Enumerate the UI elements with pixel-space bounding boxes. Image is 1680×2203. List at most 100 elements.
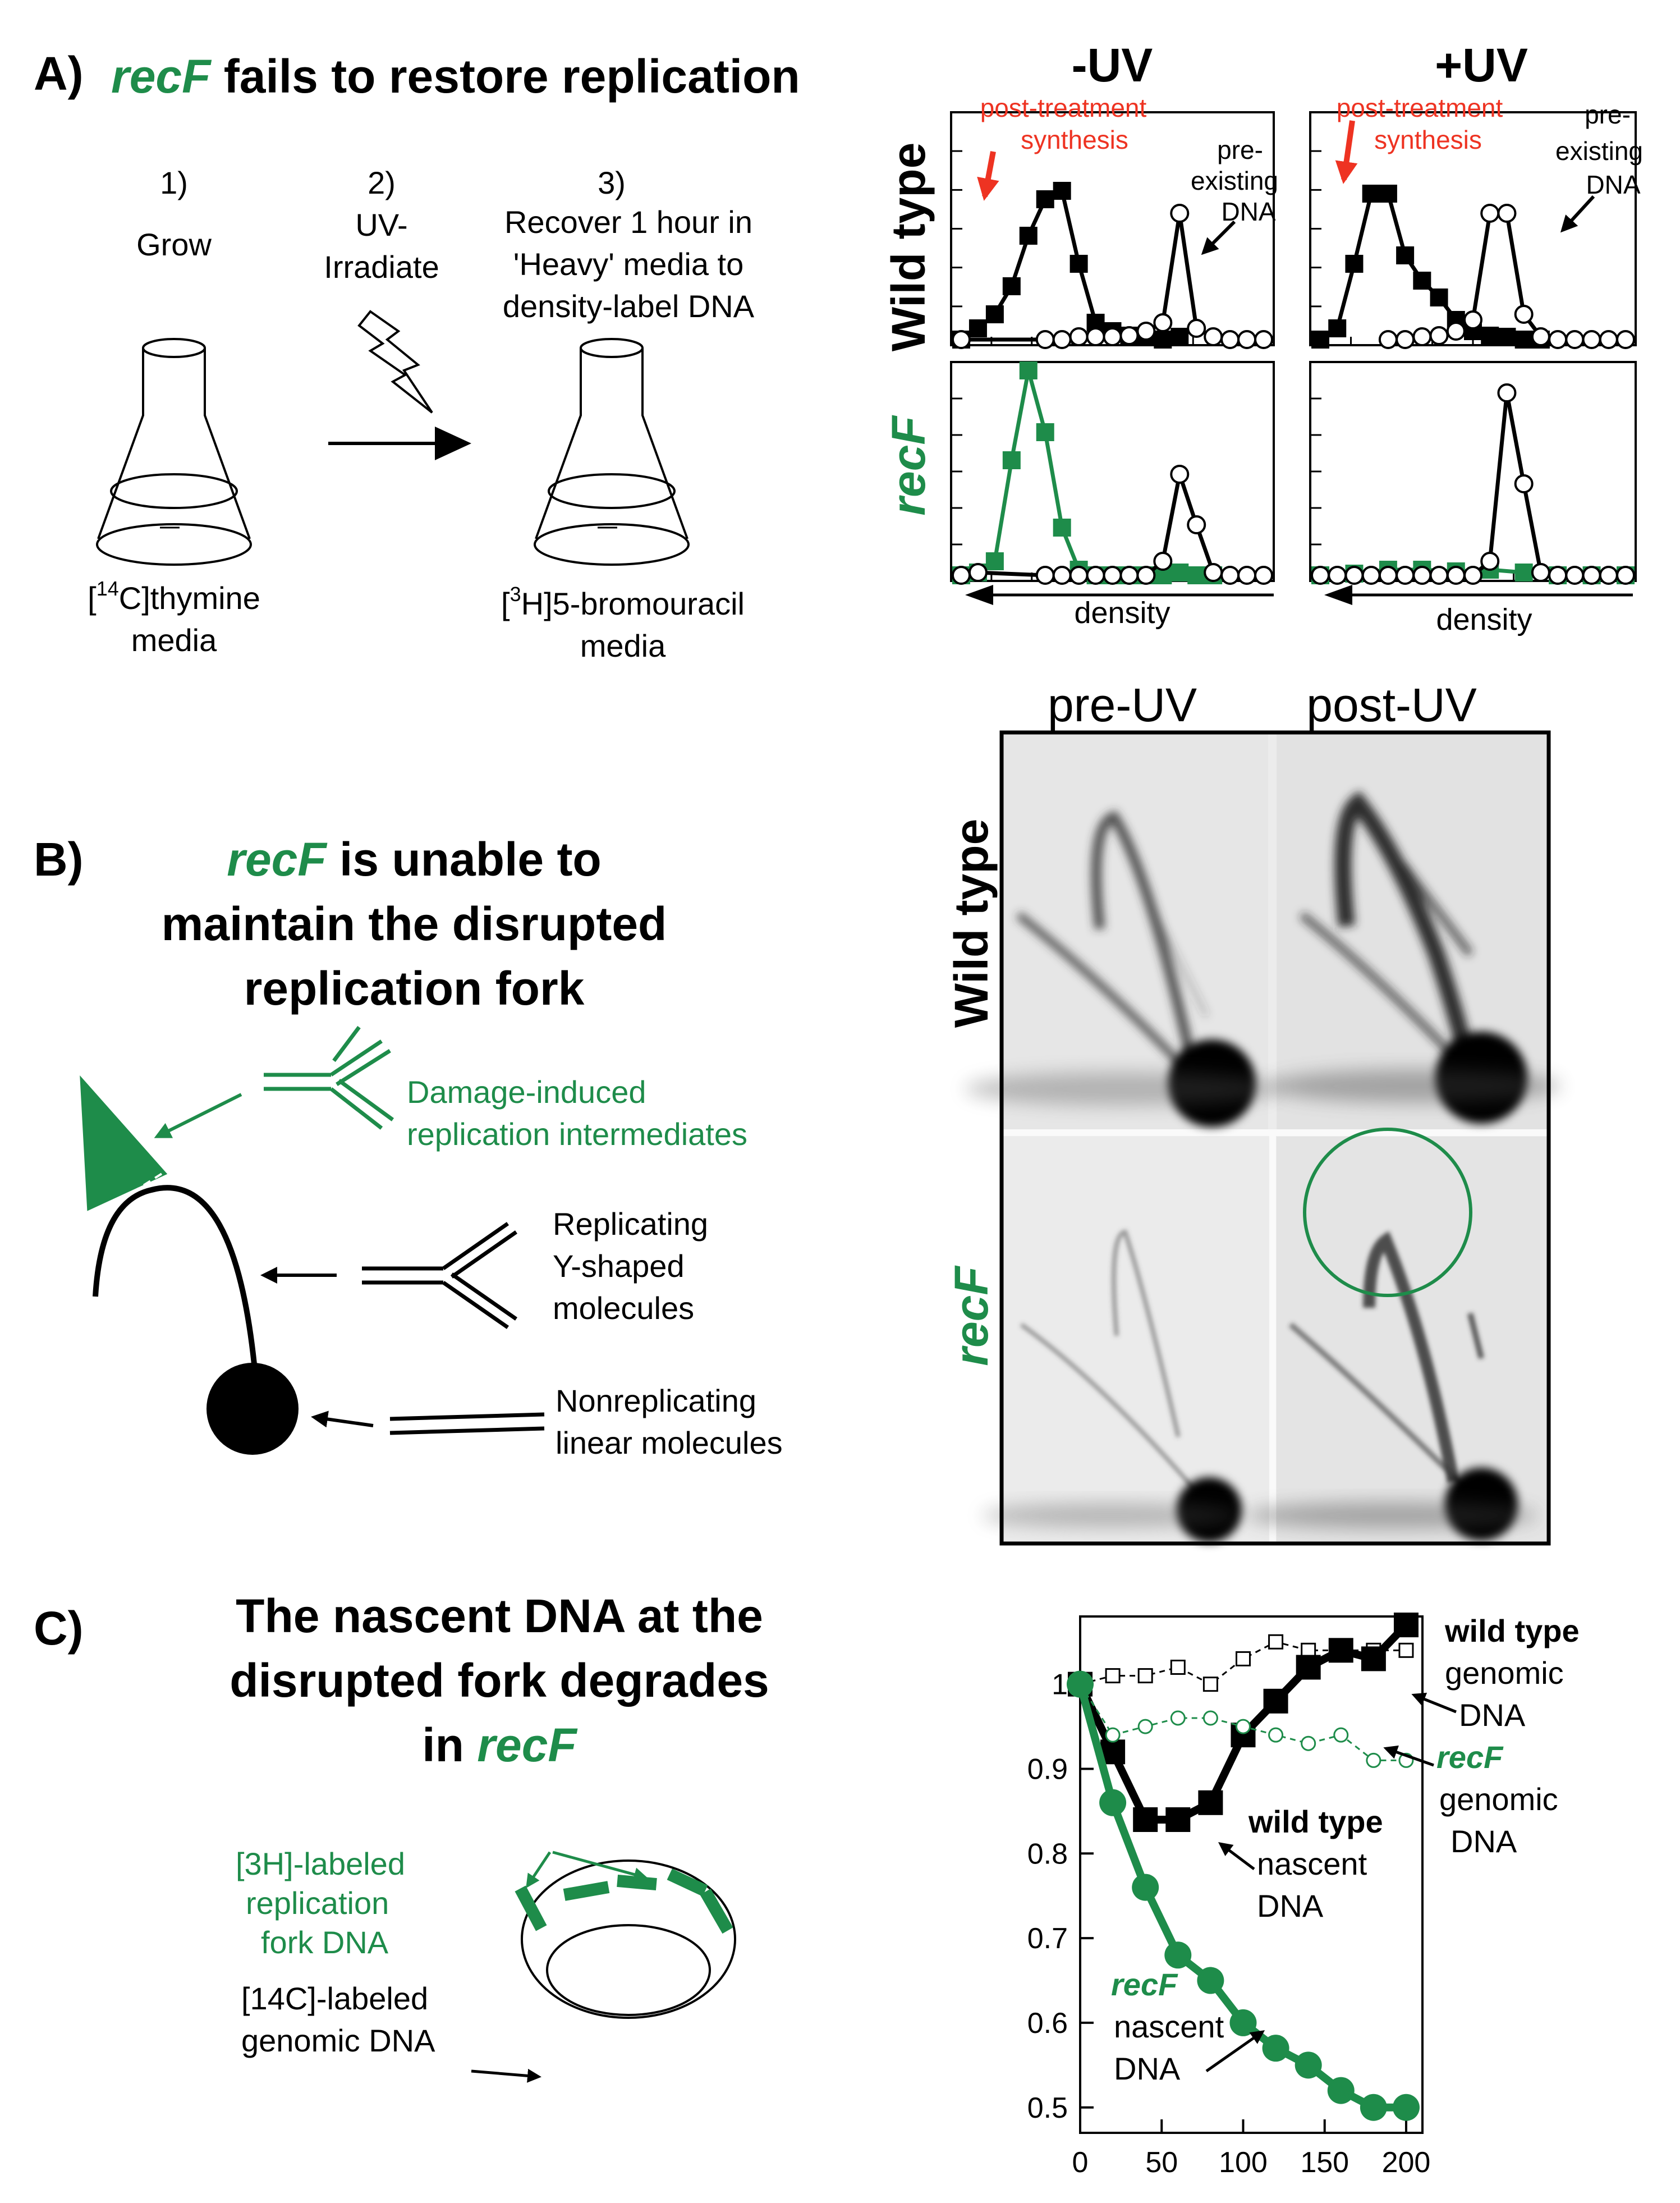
step3-line3: density-label DNA [503, 288, 755, 324]
y-molecule-icon [362, 1222, 517, 1329]
c-label-line1: [14C]-labeled [241, 1981, 428, 2016]
damage-intermediate-icon [264, 1025, 394, 1130]
panel-a: A) recF fails to restore replication 1) … [34, 39, 1643, 663]
recf-plus-synth-marker [1514, 564, 1533, 581]
wt-nascent-label-3: DNA [1257, 1888, 1324, 1923]
wild-type-genomic-dna-point [1105, 1668, 1121, 1684]
recf-genomic-dna-point [1235, 1719, 1251, 1734]
recf-genomic-dna-point [1333, 1727, 1349, 1743]
black-arrow-icon [1560, 195, 1595, 233]
wt-genomic-label-2: genomic [1445, 1655, 1564, 1691]
wt-minus-pre-marker [1237, 330, 1257, 349]
wt-plus-synth-marker [1514, 331, 1533, 349]
wt-minus-pre-marker [1170, 204, 1190, 223]
recf-minus-synth-marker [1036, 423, 1054, 441]
wt-nascent-label-1: wild type [1248, 1804, 1383, 1839]
wt-minus-pre-marker [952, 330, 971, 349]
step2-line2: Irradiate [324, 249, 439, 285]
chart-frame [1079, 1615, 1424, 2134]
black-arrow-icon [1383, 1745, 1434, 1767]
recf-plus-pre-line [1320, 392, 1626, 578]
wt-plus-synth-marker [1498, 328, 1516, 346]
wt-plus-pre-marker [1480, 204, 1500, 223]
linear-spot-icon [206, 1363, 299, 1455]
uv-lightning-icon [357, 310, 433, 414]
recf-minus-pre-marker [968, 563, 988, 582]
h-label-line1: [3H]-labeled [236, 1846, 405, 1881]
y-tick-label: 0.8 [1027, 1838, 1068, 1870]
step1-label: Grow [136, 227, 212, 262]
recf-nascent-dna-point [1067, 1670, 1094, 1698]
panel-a-title: recF fails to restore replication [111, 50, 800, 103]
recf-genomic-dna-point [1301, 1735, 1316, 1751]
recf-nascent-dna-point [1132, 1874, 1159, 1901]
recf-plus-pre-marker [1446, 566, 1466, 585]
recf-genomic-label-1: recF [1436, 1739, 1504, 1775]
pre-existing-label-3: DNA [1221, 197, 1275, 226]
black-arrow-icon [471, 2068, 541, 2083]
wt-minus-synth-marker [1036, 190, 1054, 208]
recf-plus-pre-marker [1497, 383, 1517, 402]
arrowhead-icon [965, 585, 993, 605]
post-treatment-label: post-treatment [980, 93, 1147, 122]
recf-nascent-dna-point [1164, 1941, 1192, 1969]
recf-minus-synth-marker [1002, 451, 1021, 469]
recf-plus-pre-marker [1616, 566, 1635, 585]
linear-label-line2: linear molecules [556, 1425, 783, 1460]
wt-minus-synth-marker [1069, 255, 1088, 273]
recf-nascent-dna-point [1099, 1789, 1127, 1816]
wild-type-genomic-dna-point [1170, 1659, 1186, 1675]
red-arrow-icon [977, 151, 999, 201]
recf-minus-pre-marker [1103, 566, 1122, 585]
wt-minus-pre-marker [1220, 330, 1240, 349]
recf-plus-pre-marker [1396, 566, 1415, 585]
wt-plus-synth-marker [1430, 288, 1448, 306]
green-arrowhead-icon [80, 1075, 168, 1211]
flask-icon [534, 338, 690, 566]
density-label: density [1436, 603, 1532, 636]
wt-plus-pre-marker [1531, 327, 1550, 346]
panel-b: B) recF is unable to maintain the disrup… [34, 679, 1560, 1546]
recf-minus-pre-marker [1136, 566, 1156, 585]
synthesis-label: synthesis [1021, 125, 1128, 154]
recf-plus-pre-marker [1328, 566, 1347, 585]
wt-plus-synth-marker [1481, 327, 1499, 345]
wt-minus-pre-marker [1119, 326, 1139, 345]
media2-label: [3H]5-bromouracil [501, 583, 745, 621]
recf-plus-pre-marker [1582, 566, 1601, 585]
x-tick-label: 150 [1300, 2146, 1349, 2179]
x-tick-label: 100 [1219, 2146, 1268, 2179]
step1-number: 1) [160, 165, 188, 200]
recf-minus-synth-marker [985, 552, 1004, 570]
wt-minus-pre-marker [1086, 327, 1105, 346]
flask-icon [96, 338, 252, 566]
gel-row-wild-type: Wild type [945, 819, 998, 1028]
recf-minus-pre-marker [952, 566, 971, 585]
wt-plus-pre-marker [1599, 330, 1618, 349]
damage-label-line1: Damage-induced [407, 1074, 646, 1110]
wt-genomic-label-3: DNA [1459, 1697, 1526, 1733]
step3-number: 3) [598, 165, 626, 200]
wt-minus-synth-marker [1053, 182, 1071, 200]
recf-nascent-label-3: DNA [1114, 2051, 1181, 2086]
wt-plus-synth-marker [1345, 255, 1364, 273]
recf-minus-pre-marker [1220, 566, 1240, 585]
x-tick-label: 0 [1072, 2146, 1089, 2179]
pre-existing-label-1: pre- [1217, 135, 1263, 164]
recf-genomic-label-2: genomic [1439, 1781, 1558, 1817]
y-tick-label: 0.6 [1027, 2007, 1068, 2040]
wt-plus-pre-marker [1412, 327, 1432, 346]
row-recf: recF [882, 415, 935, 516]
synthesis-label: synthesis [1374, 125, 1482, 154]
gel-image [965, 730, 1560, 1546]
black-arrow-icon [311, 1410, 374, 1428]
chromosome-icon [521, 1860, 736, 2019]
recf-genomic-dna-point [1202, 1710, 1218, 1726]
arc-schematic [93, 1185, 258, 1398]
wt-genomic-label-1: wild type [1444, 1613, 1580, 1648]
wt-plus-pre-marker [1616, 330, 1635, 349]
wild-type-genomic-dna-point [1235, 1651, 1251, 1666]
wild-type-nascent-dna-point [1263, 1688, 1288, 1714]
panel-c-title-line1: The nascent DNA at the [236, 1590, 763, 1642]
